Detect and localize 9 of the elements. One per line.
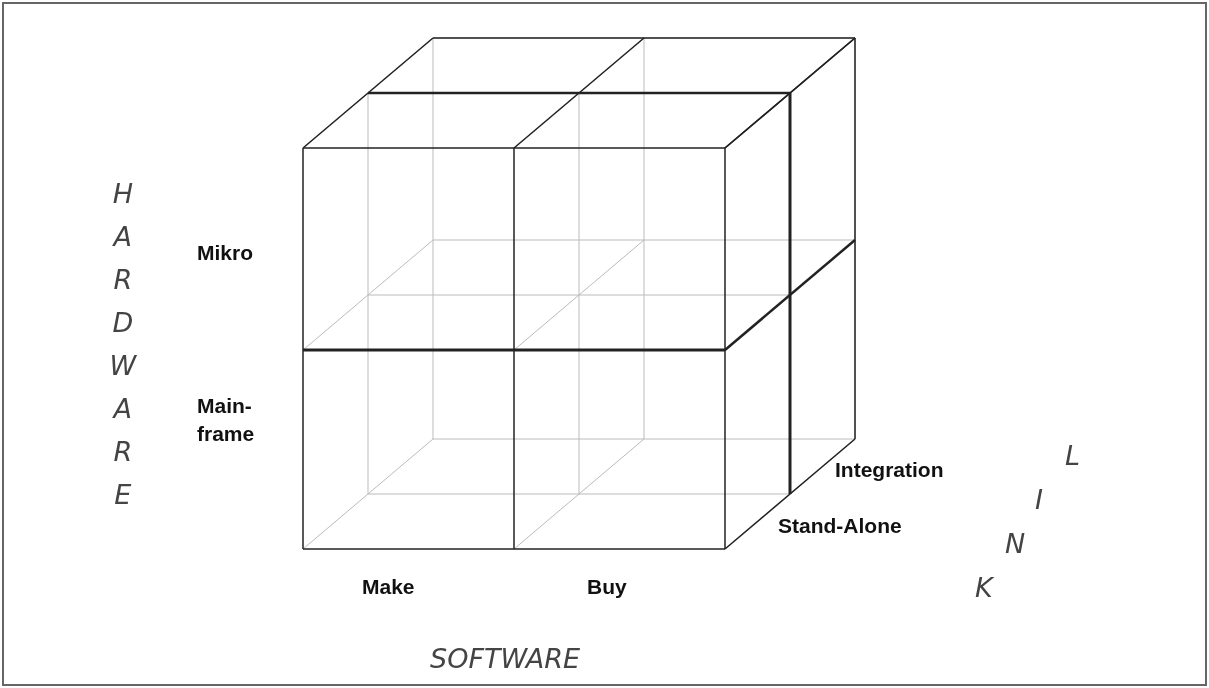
axis-label: HARDWARE <box>108 177 138 512</box>
axis-label: LINK <box>975 440 1082 605</box>
depth-label: Stand-Alone <box>778 514 902 538</box>
column-label: Buy <box>587 575 627 599</box>
column-label: Make <box>362 575 415 599</box>
row-label: Main- frame <box>197 393 256 447</box>
axis-label: SOFTWARE <box>430 643 581 674</box>
depth-label: Integration <box>835 458 944 482</box>
row-label: Mikro <box>197 241 253 265</box>
